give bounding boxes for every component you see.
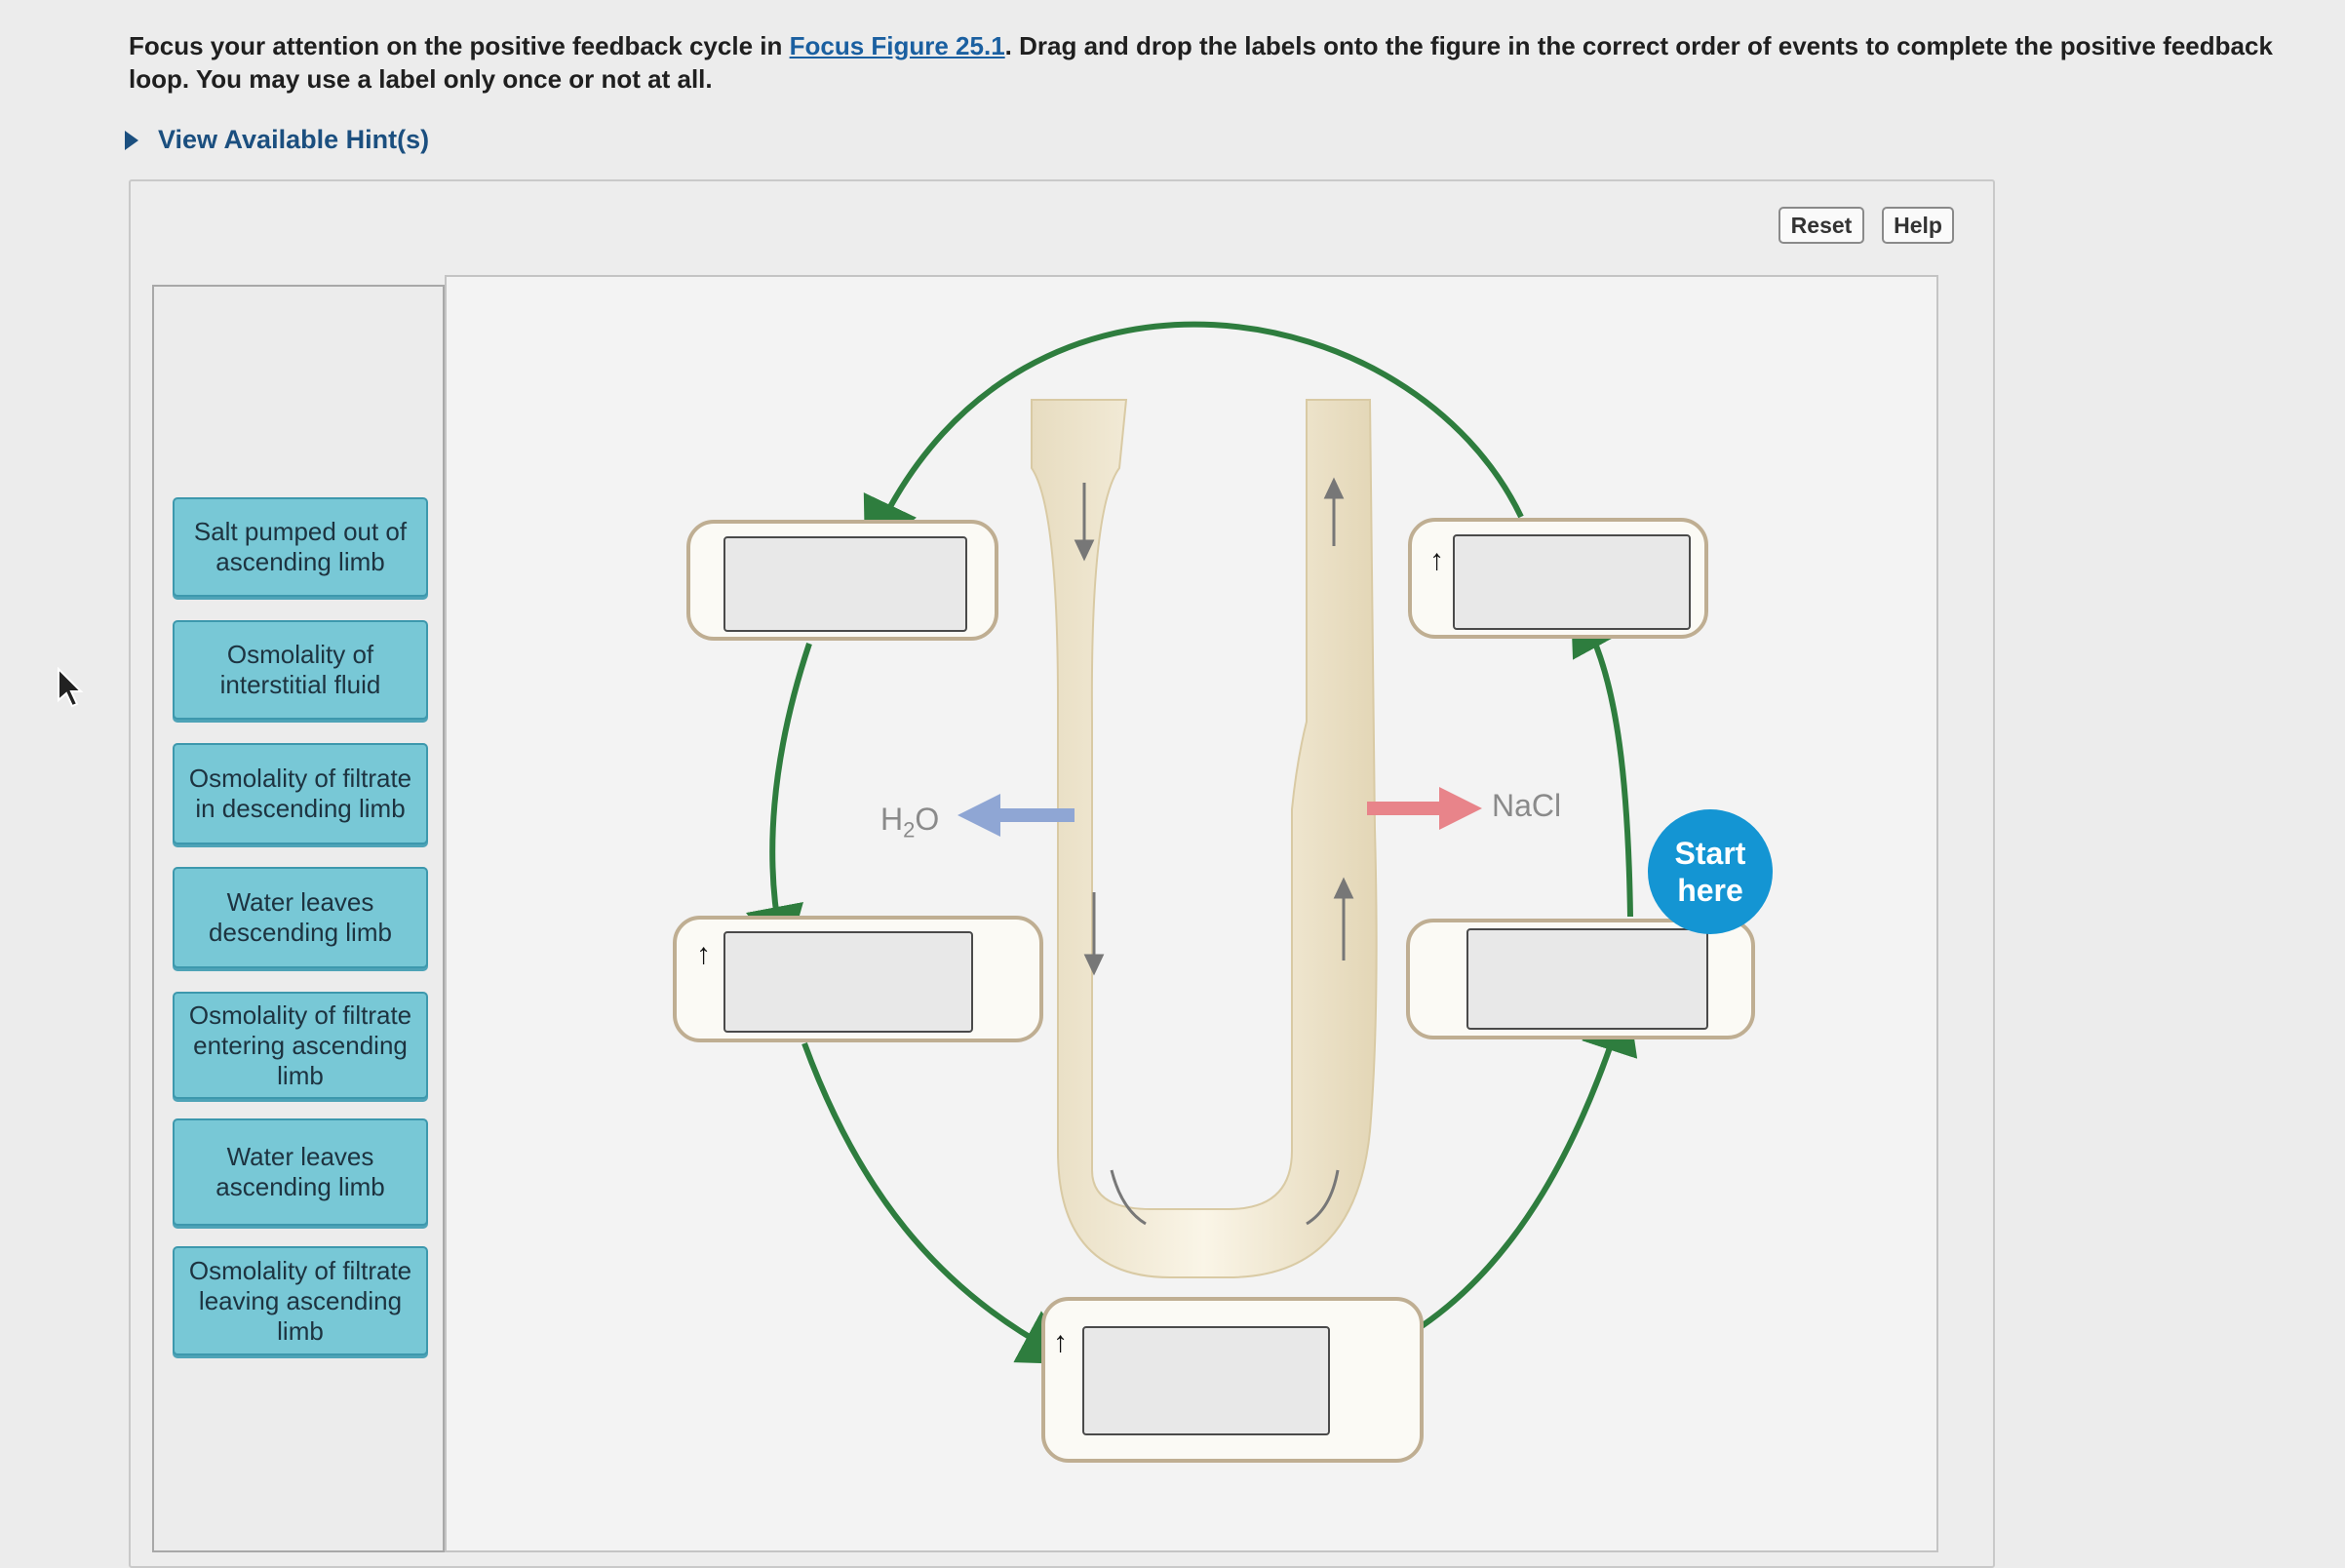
flow-arrows	[1074, 477, 1354, 976]
loop-of-henle-diagram	[745, 321, 1638, 1365]
loop-tube	[1031, 399, 1378, 1278]
increase-arrow-icon: ↑	[696, 938, 711, 970]
help-button[interactable]: Help	[1882, 207, 1954, 244]
view-hints-label: View Available Hint(s)	[158, 125, 430, 154]
start-here-badge: Start here	[1648, 809, 1773, 934]
salt-arrow	[1367, 787, 1482, 830]
cycle-arrow-right-upper	[1570, 594, 1633, 918]
label-osmolality-interstitial-fluid[interactable]: Osmolality of interstitial fluid	[173, 620, 428, 720]
cycle-arrows	[745, 321, 1638, 1365]
question-prompt: Focus your attention on the positive fee…	[129, 29, 2303, 96]
prompt-text: Focus your attention on the positive fee…	[129, 31, 790, 60]
reset-button[interactable]: Reset	[1778, 207, 1864, 244]
cycle-arrow-left-upper	[745, 643, 812, 965]
bend-arrow-right	[1306, 1169, 1340, 1226]
cycle-arrow-right-lower	[1420, 994, 1638, 1329]
drop-zone-middle-left[interactable]	[723, 931, 973, 1033]
caret-right-icon	[125, 130, 138, 150]
bend-arrow-left	[1110, 1169, 1147, 1226]
mouse-cursor-icon	[58, 667, 84, 708]
water-arrow	[958, 794, 1075, 837]
drop-zone-bottom[interactable]	[1082, 1326, 1330, 1435]
increase-arrow-icon: ↑	[1053, 1326, 1068, 1358]
label-osmolality-filtrate-descending[interactable]: Osmolality of filtrate in descending lim…	[173, 743, 428, 844]
drop-zone-top-right[interactable]	[1453, 534, 1691, 630]
increase-arrow-icon: ↑	[1429, 544, 1444, 576]
salt-label: NaCl	[1492, 788, 1562, 823]
drop-zone-middle-right[interactable]	[1466, 928, 1708, 1030]
view-hints-toggle[interactable]: View Available Hint(s)	[125, 125, 429, 155]
water-label: H2O	[880, 802, 940, 843]
label-osmolality-filtrate-leaving-ascending[interactable]: Osmolality of filtrate leaving ascending…	[173, 1246, 428, 1355]
prompt-text-continued: . Drag and drop the labels onto the figu…	[129, 31, 2273, 94]
cycle-arrow-left-lower	[801, 1041, 1079, 1365]
focus-figure-link[interactable]: Focus Figure 25.1	[789, 31, 1005, 60]
label-salt-pumped-out-ascending[interactable]: Salt pumped out of ascending limb	[173, 497, 428, 597]
nephron-loop	[1031, 399, 1378, 1278]
drop-zone-top-left[interactable]	[723, 536, 967, 632]
cycle-arrow-top	[863, 321, 1524, 559]
label-water-leaves-descending[interactable]: Water leaves descending limb	[173, 867, 428, 968]
label-osmolality-filtrate-entering-ascending[interactable]: Osmolality of filtrate entering ascendin…	[173, 992, 428, 1099]
label-water-leaves-ascending[interactable]: Water leaves ascending limb	[173, 1118, 428, 1226]
